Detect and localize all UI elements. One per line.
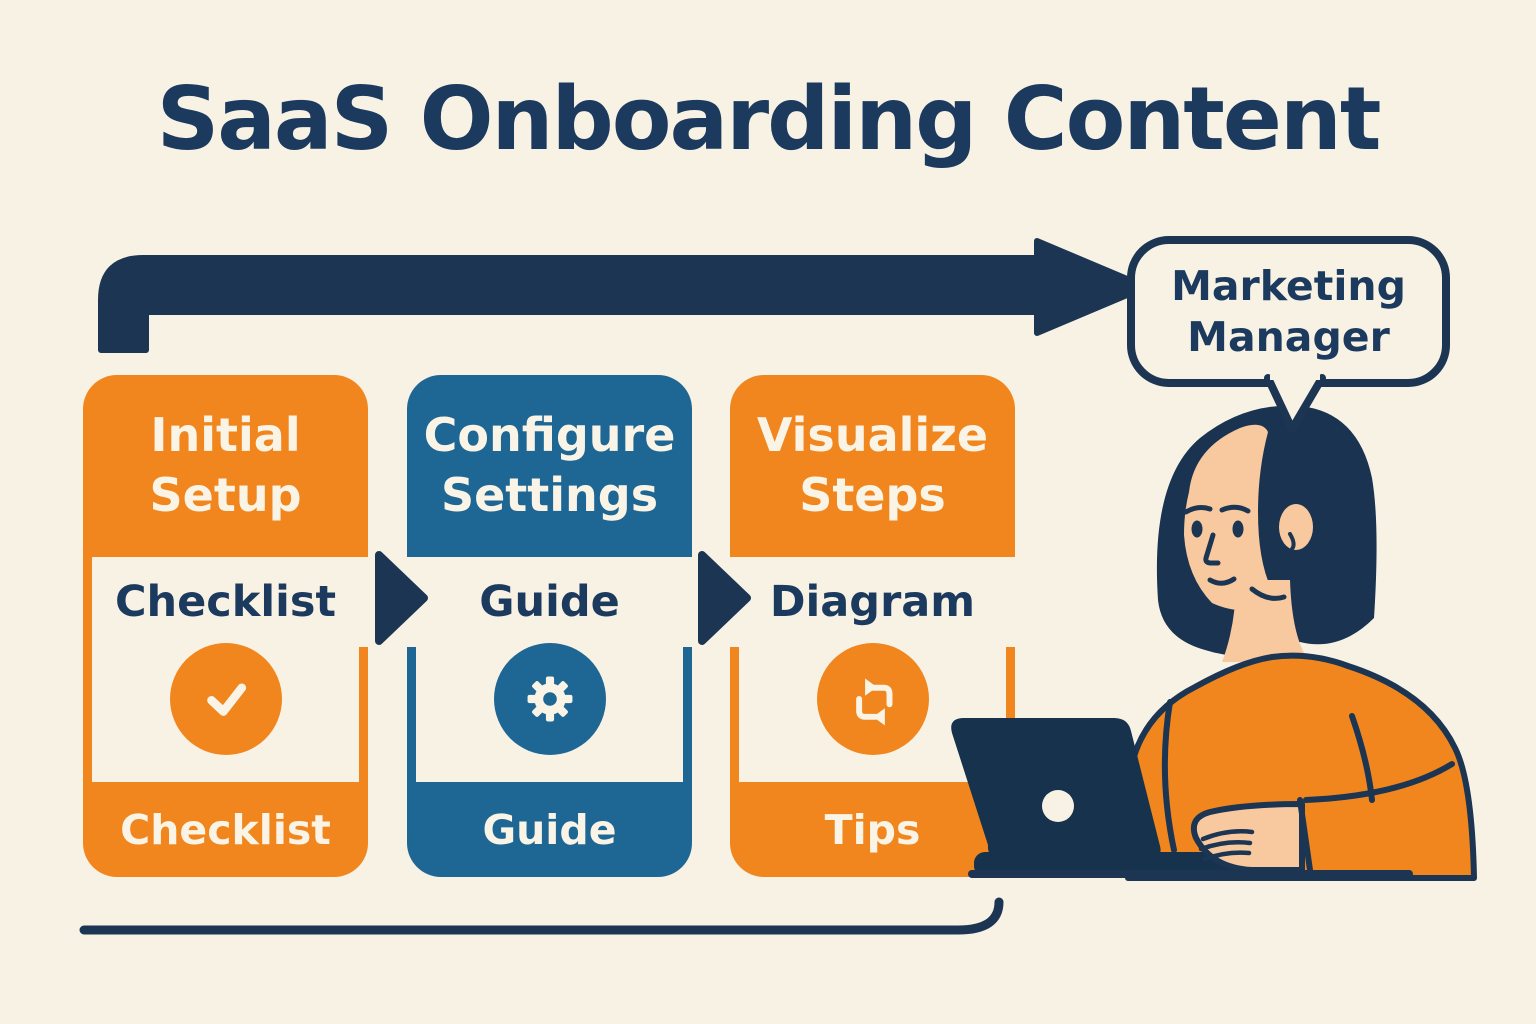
- speech-bubble: Marketing Manager: [1127, 236, 1450, 387]
- gear-icon: [493, 643, 606, 755]
- hand: [1190, 801, 1305, 873]
- card-body: Guide: [416, 557, 683, 782]
- border-gap: [1005, 557, 1015, 647]
- laptop-logo: [1042, 790, 1074, 822]
- cuff-line: [1297, 797, 1313, 873]
- eye: [1232, 520, 1244, 538]
- neck: [1222, 580, 1310, 662]
- check-icon: [169, 643, 282, 755]
- step-card-configure-settings: Configure Settings Guide: [407, 375, 692, 877]
- face: [1184, 424, 1276, 611]
- card-body: Checklist: [92, 557, 359, 782]
- card-header: Configure Settings: [423, 408, 676, 522]
- page-title: SaaS Onboarding Content: [156, 68, 1382, 170]
- step-card-initial-setup: Initial Setup Checklist Checklist: [83, 375, 368, 877]
- baseline-rule: [79, 897, 1004, 935]
- speech-bubble-line1: Marketing: [1171, 262, 1406, 311]
- sweater: [1125, 652, 1477, 881]
- step-arrow-icon: [375, 551, 428, 645]
- border-gap: [358, 557, 368, 647]
- hair: [1156, 405, 1377, 656]
- eye: [1191, 520, 1203, 538]
- border-gap: [682, 557, 692, 647]
- card-footer: Guide: [482, 805, 617, 854]
- card-body-label: Diagram: [769, 577, 976, 627]
- flow-direction-arrow-icon: [98, 238, 1149, 353]
- card-header: Visualize Steps: [756, 408, 989, 522]
- card-footer: Tips: [824, 805, 921, 854]
- card-footer: Checklist: [120, 805, 331, 854]
- card-body-label: Guide: [479, 577, 620, 627]
- speech-bubble-line2: Manager: [1187, 312, 1390, 361]
- card-body: Diagram: [739, 557, 1006, 782]
- laptop-base: [974, 852, 1251, 877]
- finger-lines: [1198, 829, 1255, 862]
- ear: [1279, 504, 1313, 550]
- step-card-visualize-steps: Visualize Steps Diagram Tips: [730, 375, 1015, 877]
- card-body-label: Checklist: [114, 577, 337, 627]
- speech-bubble-tail: [1264, 371, 1326, 433]
- repeat-icon: [816, 643, 929, 755]
- step-arrow-icon: [698, 551, 751, 645]
- face-features: [1183, 504, 1287, 601]
- card-header: Initial Setup: [149, 408, 302, 522]
